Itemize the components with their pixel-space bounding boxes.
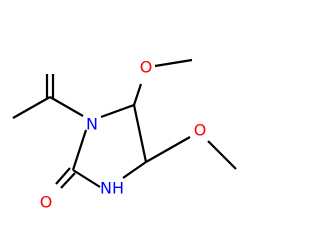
bond-c4-to-o-lower: [145, 136, 191, 163]
bond-c5-to-c4: [132, 104, 148, 163]
nitrogen-atom-label: N: [86, 115, 98, 134]
bond-c2-to-n: [71, 129, 88, 171]
methoxy-oxygen-upper-label: O: [140, 58, 153, 77]
bond-c5-to-o-upper: [132, 83, 143, 106]
molecule-canvas: N NH O O O: [12, 57, 237, 212]
bond-o-upper-to-methyl: [154, 58, 193, 68]
carbonyl-oxygen-label: O: [40, 193, 53, 212]
bond-nh-to-c2: [72, 169, 101, 188]
bonds: [12, 58, 237, 189]
bond-acetyl-to-n: [49, 96, 84, 117]
bond-c2-carbonyl-double-b: [60, 172, 76, 189]
methoxy-oxygen-lower-label: O: [194, 121, 207, 140]
atom-labels: N NH O O O: [40, 58, 207, 212]
bond-n-to-c5: [100, 103, 135, 119]
bond-c2-carbonyl-double-a: [55, 167, 71, 185]
bond-acetyl-methyl: [12, 96, 51, 119]
bond-o-lower-to-methyl: [207, 140, 237, 170]
structure-diagram: N NH O O O: [12, 58, 237, 212]
nh-atom-label: NH: [100, 179, 124, 198]
bond-c4-to-nh: [122, 161, 147, 179]
